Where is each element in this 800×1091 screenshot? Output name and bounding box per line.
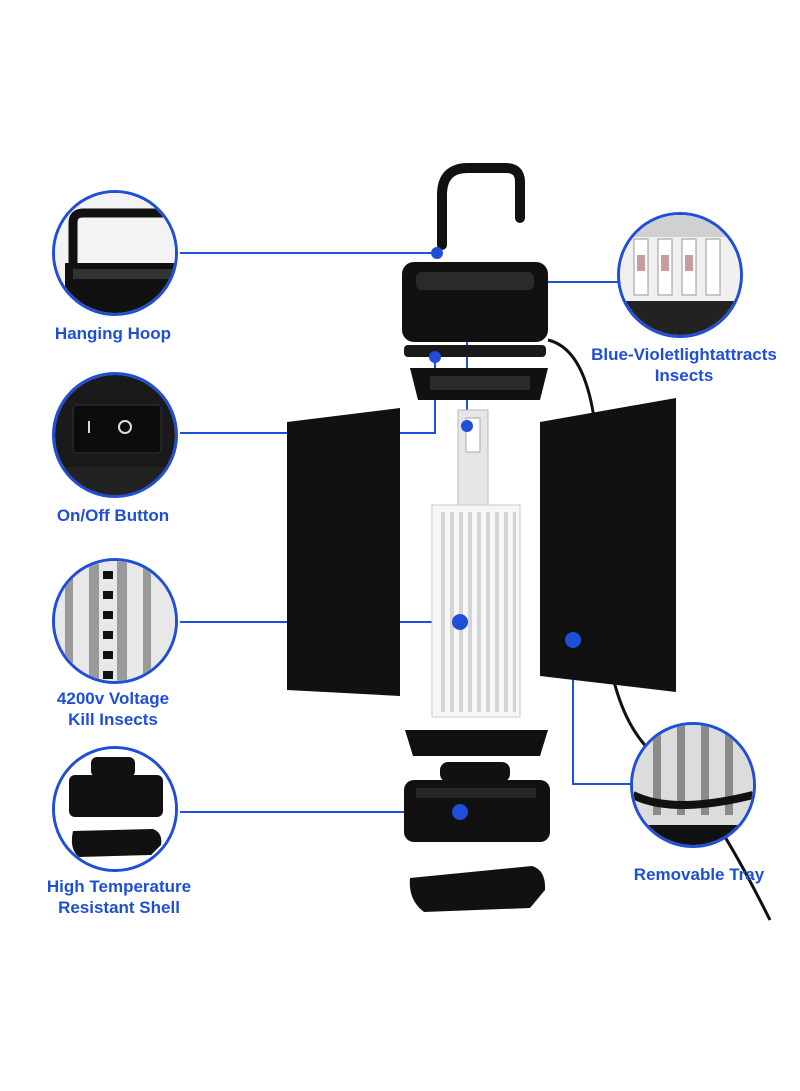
label-blue-light: Blue-Violetlightattracts Insects: [570, 344, 798, 386]
label-removable-tray-text: Removable Tray: [633, 865, 765, 884]
rocker-switch-detail-icon: [52, 372, 178, 498]
label-voltage: 4200v Voltage Kill Insects: [28, 688, 198, 730]
bottom-shell: [404, 762, 550, 842]
uv-bulbs-detail-icon: [617, 212, 743, 338]
label-shell: High Temperature Resistant Shell: [14, 876, 224, 918]
uv-bulb: [457, 409, 489, 521]
label-hanging-hoop-text: Hanging Hoop: [54, 324, 172, 343]
label-hanging-hoop: Hanging Hoop: [28, 323, 198, 344]
label-shell-line2: Resistant Shell: [58, 898, 180, 917]
grid-base-plate: [405, 730, 548, 756]
top-cap: [402, 262, 548, 357]
label-on-off-button-text: On/Off Button: [56, 506, 170, 525]
label-removable-tray: Removable Tray: [604, 864, 794, 885]
removable-tray: [409, 866, 546, 912]
electric-grid-detail-icon: [52, 558, 178, 684]
callout-markers: [429, 247, 581, 820]
label-blue-light-line2: Insects: [654, 366, 714, 385]
switch-plate: [410, 368, 548, 400]
label-blue-light-line1: Blue-Violetlightattracts: [591, 345, 777, 364]
right-grill-panel: [540, 398, 676, 692]
hanging-hoop: [437, 163, 525, 250]
label-voltage-line2: Kill Insects: [68, 710, 158, 729]
electric-grid: [431, 504, 521, 718]
hanging-hoop-detail-icon: [52, 190, 178, 316]
base-shell-detail-icon: [52, 746, 178, 872]
left-grill-panel: [287, 408, 400, 696]
tray-detail-icon: [630, 722, 756, 848]
label-voltage-line1: 4200v Voltage: [56, 689, 170, 708]
label-on-off-button: On/Off Button: [28, 505, 198, 526]
label-shell-line1: High Temperature: [46, 877, 192, 896]
